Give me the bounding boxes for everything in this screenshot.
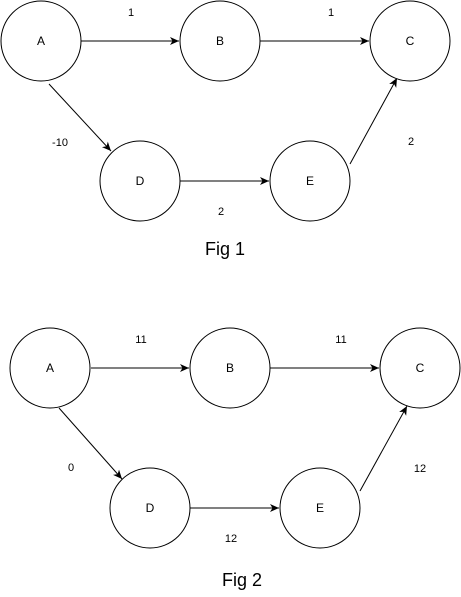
node-c[interactable]: C bbox=[379, 327, 461, 409]
node-d-label: D bbox=[136, 174, 145, 188]
edge-a-b: 1 bbox=[81, 7, 179, 45]
edge-e-c: 12 bbox=[359, 405, 426, 492]
node-b-label: B bbox=[226, 361, 234, 375]
edge-a-d: -10 bbox=[48, 83, 112, 152]
figure-1: 1 1 -10 2 2 A B C bbox=[0, 0, 451, 259]
node-e-label: E bbox=[306, 174, 314, 188]
node-a[interactable]: A bbox=[9, 327, 91, 409]
node-b-circle bbox=[189, 327, 271, 409]
edge-a-b: 11 bbox=[91, 334, 189, 372]
node-d-label: D bbox=[146, 501, 155, 515]
node-b-circle bbox=[179, 0, 261, 82]
figure-1-caption: Fig 1 bbox=[205, 239, 245, 259]
figure-2: 11 11 0 12 12 A B C bbox=[9, 327, 461, 590]
node-e-label: E bbox=[316, 501, 324, 515]
edge-a-d-weight: 0 bbox=[68, 462, 74, 474]
edge-e-c-weight: 12 bbox=[414, 463, 426, 475]
node-e-circle bbox=[269, 140, 351, 222]
edge-b-c-weight: 11 bbox=[335, 334, 346, 346]
figure-2-caption: Fig 2 bbox=[222, 570, 262, 590]
node-d[interactable]: D bbox=[99, 140, 181, 222]
node-c-circle bbox=[369, 0, 451, 82]
edge-e-c-weight: 2 bbox=[408, 136, 414, 148]
node-e-circle bbox=[279, 467, 361, 549]
node-e[interactable]: E bbox=[279, 467, 361, 549]
edge-d-e-weight: 12 bbox=[225, 533, 237, 545]
edge-e-c-arrow bbox=[349, 77, 398, 165]
node-c-circle bbox=[379, 327, 461, 409]
node-a-label: A bbox=[46, 361, 54, 375]
edge-b-c-weight: 1 bbox=[328, 7, 334, 19]
node-a[interactable]: A bbox=[0, 0, 82, 82]
node-b-label: B bbox=[216, 34, 224, 48]
node-d[interactable]: D bbox=[109, 467, 191, 549]
node-d-circle bbox=[109, 467, 191, 549]
node-d-circle bbox=[99, 140, 181, 222]
edge-d-e: 12 bbox=[190, 504, 279, 545]
edge-b-c: 11 bbox=[270, 334, 379, 372]
node-b[interactable]: B bbox=[189, 327, 271, 409]
node-a-label: A bbox=[37, 34, 45, 48]
edge-d-e-weight: 2 bbox=[218, 206, 224, 218]
edge-e-c-arrow bbox=[359, 405, 408, 492]
node-a-circle bbox=[0, 0, 82, 82]
node-a-circle bbox=[9, 327, 91, 409]
edge-a-d: 0 bbox=[58, 407, 123, 480]
edge-a-b-weight: 11 bbox=[135, 334, 146, 346]
node-e[interactable]: E bbox=[269, 140, 351, 222]
node-b[interactable]: B bbox=[179, 0, 261, 82]
node-c-label: C bbox=[416, 361, 425, 375]
edge-d-e: 2 bbox=[180, 177, 269, 218]
edge-a-d-arrow bbox=[58, 407, 123, 480]
edge-a-d-arrow bbox=[48, 83, 112, 152]
node-c[interactable]: C bbox=[369, 0, 451, 82]
edge-a-d-weight: -10 bbox=[52, 137, 68, 149]
edge-e-c: 2 bbox=[349, 77, 414, 165]
node-c-label: C bbox=[406, 34, 415, 48]
edge-a-b-weight: 1 bbox=[128, 7, 134, 19]
edge-b-c: 1 bbox=[260, 7, 369, 45]
